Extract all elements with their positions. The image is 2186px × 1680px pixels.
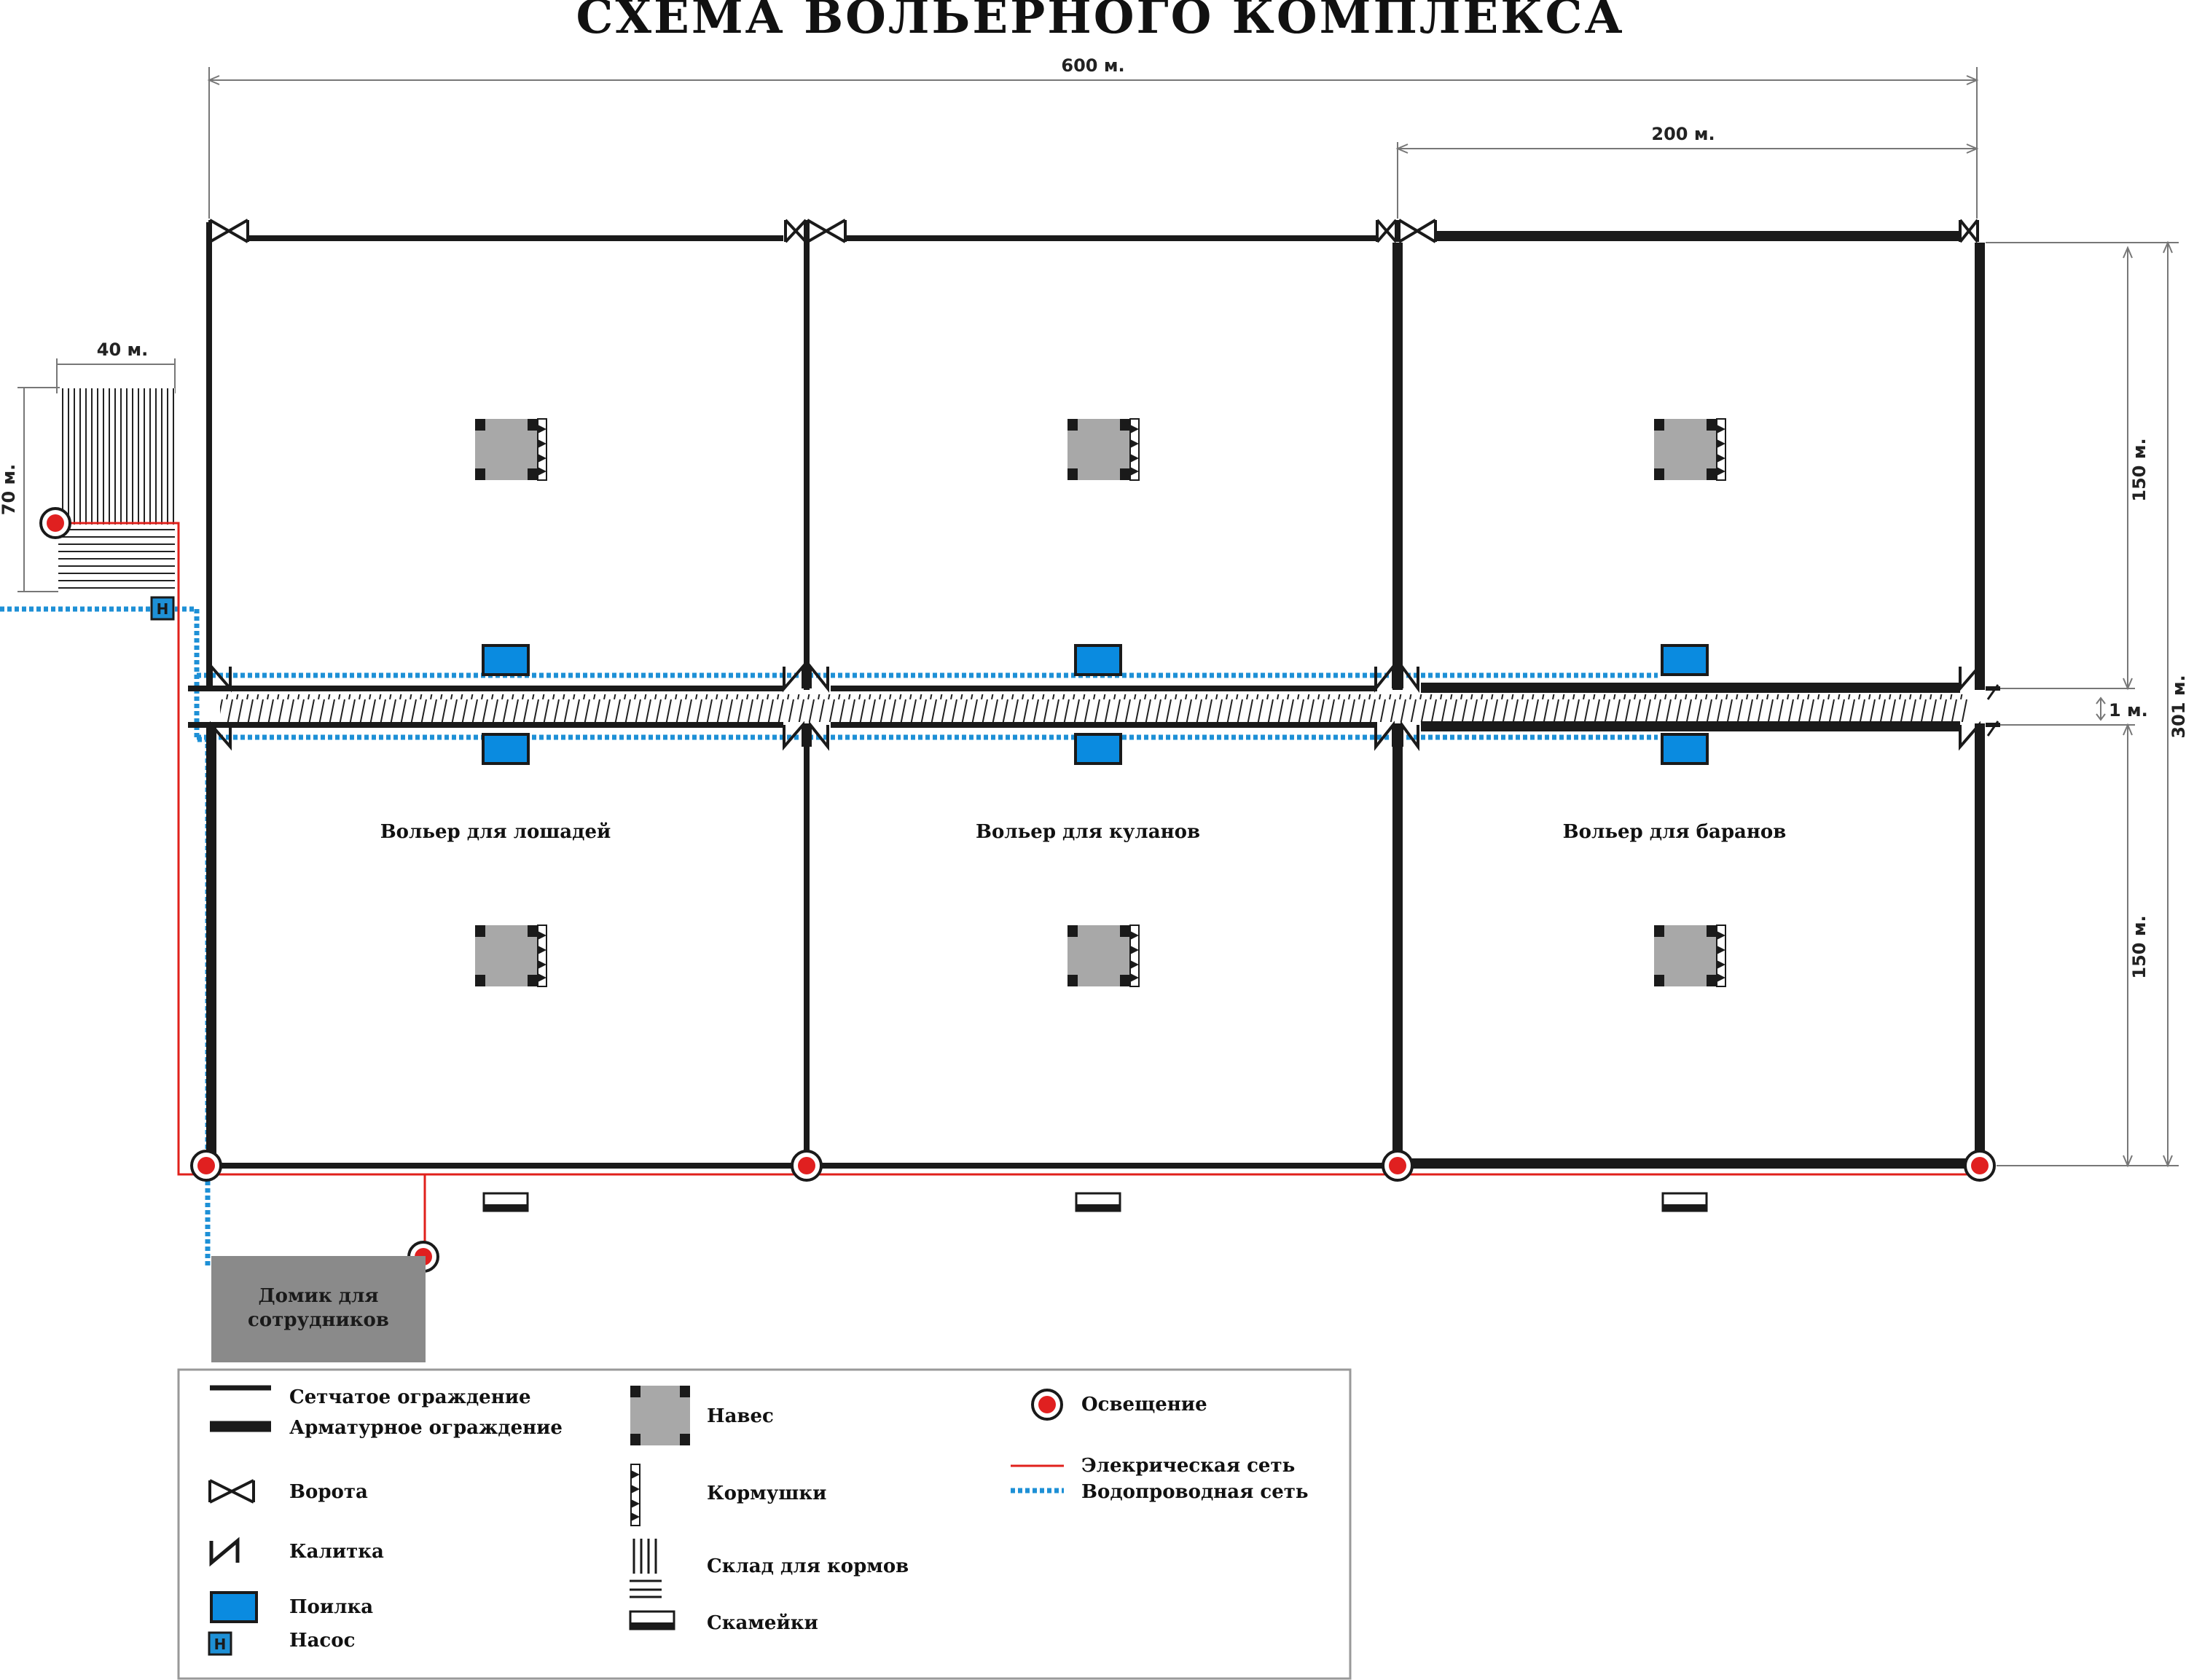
shelters [475,418,1726,987]
legend-wicket-icon [209,1536,240,1567]
legend-pump-symbol: Н [214,1636,227,1653]
feed-store [58,388,175,592]
legend-power-net: Элекрическая сеть [1081,1455,1295,1477]
enclosure-label-horses: Вольер для лошадей [380,821,611,843]
legend-pump-icon [208,1631,232,1656]
legend-wicket: Калитка [289,1541,384,1563]
legend-shelter-icon [630,1386,690,1445]
gates [208,219,1979,243]
staff-house-label-line1: Домик для [258,1285,378,1307]
legend-feeders: Кормушки [707,1483,826,1504]
enclosure-label-rams: Вольер для баранов [1563,821,1787,843]
legend-rebar-fence: Арматурное ограждение [289,1417,563,1439]
legend-feeders-icon [630,1464,640,1526]
power-network [57,522,1978,1255]
legend: Сетчатое ограждение Арматурное ограждени… [177,1368,1352,1680]
dim-bottom-height: 150 м. [2129,915,2150,978]
benches [482,1192,1708,1212]
diagram-title: СХЕМА ВОЛЬЕРНОГО КОМПЛЕКСА [576,0,1624,44]
legend-drinker-icon [210,1591,258,1623]
fences [188,222,1985,1169]
legend-feed-store: Склад для кормов [707,1555,909,1577]
legend-benches: Скамейки [707,1612,818,1634]
lights [39,507,1996,1273]
legend-shelter: Навес [707,1405,774,1427]
legend-water-net: Водопроводная сеть [1081,1481,1309,1503]
pump-symbol: Н [157,600,169,618]
dimension-lines [17,67,2179,1168]
legend-feed-store-icon [630,1539,662,1598]
legend-drinker: Поилка [289,1596,373,1618]
enclosure-label-kulans: Вольер для куланов [976,821,1200,843]
legend-pump: Насос [289,1630,355,1652]
legend-gate: Ворота [289,1481,368,1503]
dim-third-width: 200 м. [1651,124,1715,144]
dim-total-height: 301 м. [2169,675,2186,738]
legend-lighting: Освещение [1081,1394,1207,1416]
dim-total-width: 600 м. [1061,55,1124,76]
drinkers [482,644,1709,765]
legend-lighting-icon [1031,1389,1063,1421]
pump: Н [150,596,175,621]
staff-house: Домик для сотрудников [211,1256,426,1362]
legend-bench-icon [629,1610,675,1630]
dim-store-width: 40 м. [97,339,149,360]
wickets [210,662,2000,752]
dim-corridor: 1 м. [2109,700,2148,721]
dim-top-height: 150 м. [2129,438,2150,501]
dim-store-height: 70 м. [0,464,19,516]
staff-house-label-line2: сотрудников [248,1309,389,1331]
legend-mesh-fence: Сетчатое ограждение [289,1386,531,1408]
legend-gate-icon [208,1479,255,1504]
corridor-hatching [220,694,1969,722]
